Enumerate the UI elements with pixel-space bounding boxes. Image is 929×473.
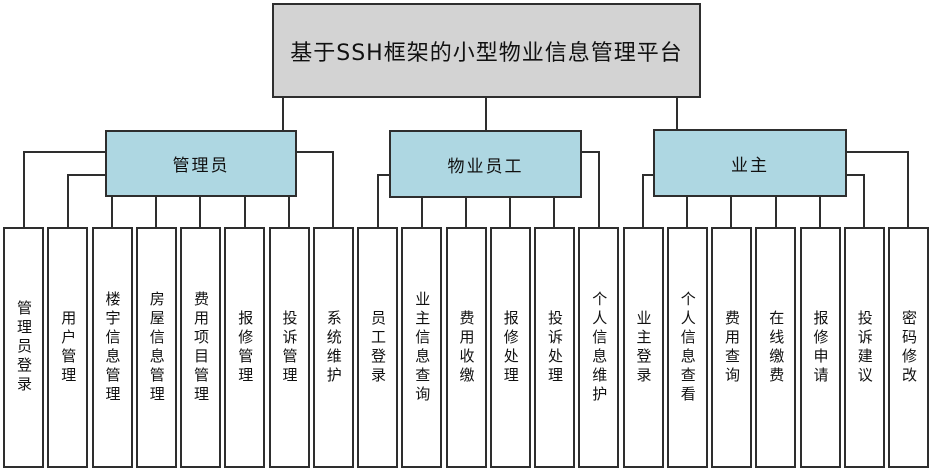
leaf-box-repair-handling: 报修处理 xyxy=(489,227,531,468)
leaf-row: 管理员登录 用户管理 楼宇信息管理 房屋信息管理 费用项目管理 报修管理 投诉管… xyxy=(0,227,929,468)
branch-label: 管理员 xyxy=(172,156,230,176)
leaf-label: 系统维护 xyxy=(324,309,343,386)
leaf-box-owner-login: 业主登录 xyxy=(622,227,664,468)
leaf-box-complaint-management: 投诉管理 xyxy=(268,227,310,468)
leaf-label: 密码修改 xyxy=(900,309,918,386)
leaf-label: 业主信息查询 xyxy=(413,290,432,405)
leaf-label: 楼宇信息管理 xyxy=(103,290,122,405)
leaf-box-fee-item-management: 费用项目管理 xyxy=(180,227,221,468)
leaf-label: 用户管理 xyxy=(59,309,78,386)
page-title: 基于SSH框架的小型物业信息管理平台 xyxy=(290,40,683,66)
leaf-box-building-info-management: 楼宇信息管理 xyxy=(91,227,133,468)
leaf-box-personal-info-maintenance: 个人信息维护 xyxy=(578,227,620,468)
leaf-label: 费用收缴 xyxy=(457,309,476,386)
leaf-box-system-maintenance: 系统维护 xyxy=(312,227,354,468)
connector-group xyxy=(23,97,909,228)
leaf-label: 个人信息查看 xyxy=(678,290,697,405)
leaf-label: 个人信息维护 xyxy=(590,290,609,405)
leaf-box-repair-application: 报修申请 xyxy=(799,227,841,468)
leaf-box-password-change: 密码修改 xyxy=(888,227,929,468)
leaf-label: 报修管理 xyxy=(236,309,255,386)
leaf-label: 在线缴费 xyxy=(767,309,786,386)
branch-label: 业主 xyxy=(731,155,769,176)
leaf-box-repair-management: 报修管理 xyxy=(224,227,266,468)
leaf-box-fee-collection: 费用收缴 xyxy=(445,227,487,468)
leaf-box-house-info-management: 房屋信息管理 xyxy=(135,227,177,468)
branch-box-property-staff: 物业员工 xyxy=(389,130,582,198)
leaf-box-admin-login: 管理员登录 xyxy=(3,227,44,468)
branch-box-owner: 业主 xyxy=(653,129,847,197)
leaf-box-personal-info-view: 个人信息查看 xyxy=(666,227,708,468)
leaf-label: 费用查询 xyxy=(723,309,741,386)
leaf-label: 报修处理 xyxy=(501,309,520,386)
branch-box-administrator: 管理员 xyxy=(105,130,297,197)
root-title-box: 基于SSH框架的小型物业信息管理平台 xyxy=(272,3,701,98)
leaf-label: 报修申请 xyxy=(811,309,830,386)
leaf-box-online-payment: 在线缴费 xyxy=(755,227,797,468)
leaf-box-staff-login: 员工登录 xyxy=(357,227,398,468)
leaf-label: 管理员登录 xyxy=(15,300,33,395)
leaf-box-user-management: 用户管理 xyxy=(47,227,89,468)
leaf-box-owner-info-query: 业主信息查询 xyxy=(401,227,443,468)
leaf-label: 投诉建议 xyxy=(855,309,874,386)
leaf-label: 投诉管理 xyxy=(280,309,299,386)
leaf-label: 员工登录 xyxy=(369,309,387,386)
leaf-label: 费用项目管理 xyxy=(192,290,210,405)
branch-label: 物业员工 xyxy=(447,156,524,177)
leaf-box-complaint-suggestion: 投诉建议 xyxy=(843,227,885,468)
leaf-label: 投诉处理 xyxy=(546,309,564,386)
leaf-box-complaint-handling: 投诉处理 xyxy=(534,227,575,468)
leaf-label: 房屋信息管理 xyxy=(147,290,166,405)
leaf-box-fee-query: 费用查询 xyxy=(711,227,752,468)
leaf-label: 业主登录 xyxy=(634,309,653,386)
